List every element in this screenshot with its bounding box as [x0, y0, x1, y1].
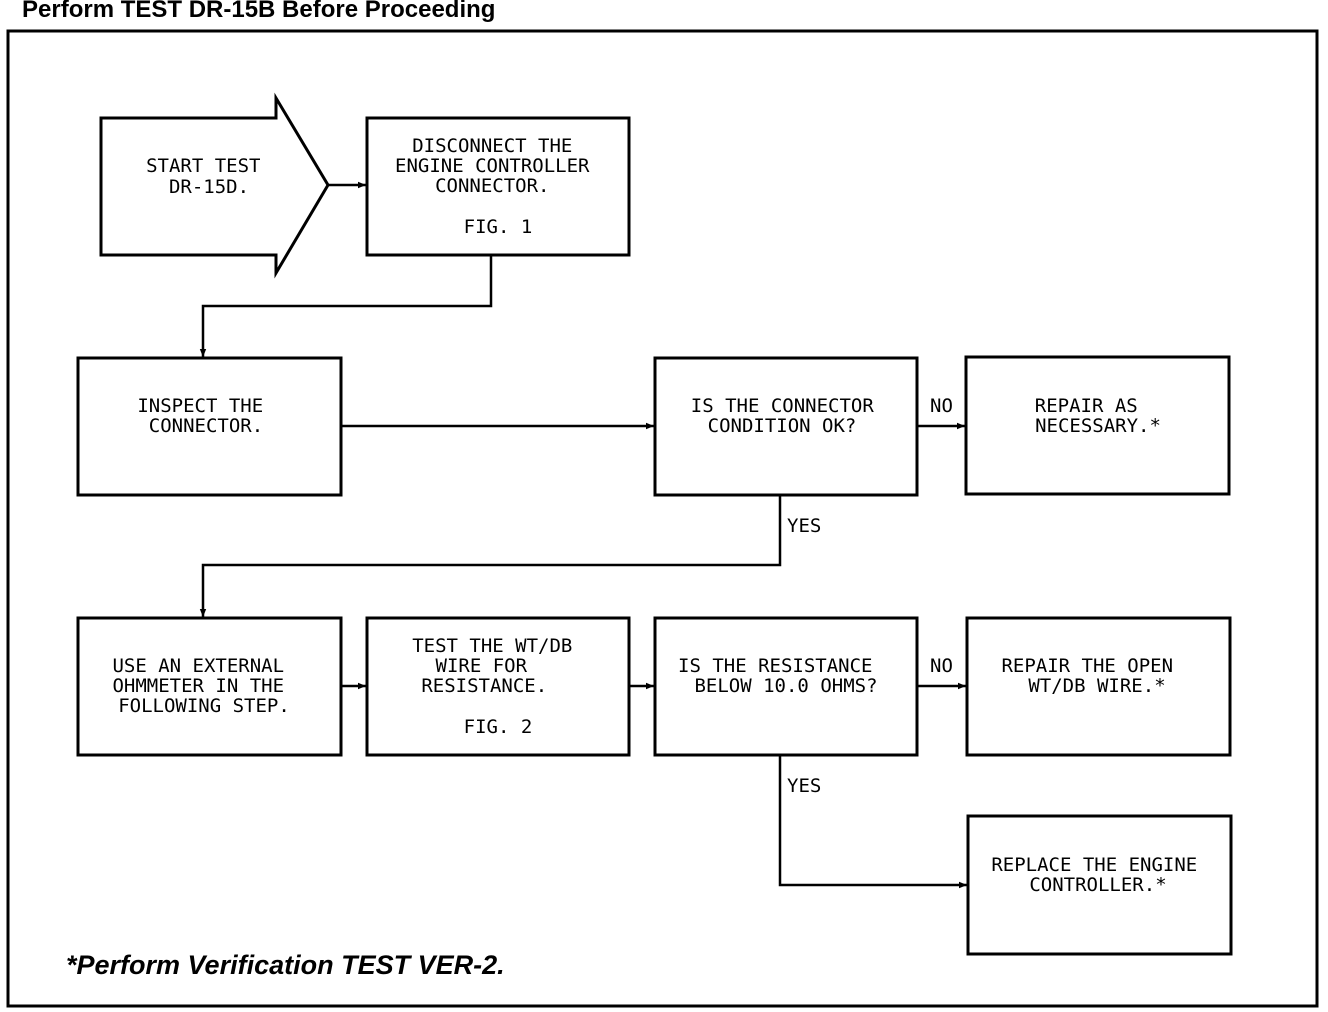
- verification-footnote: *Perform Verification TEST VER-2.: [66, 950, 505, 980]
- replace-controller-text: REPLACE THE ENGINE CONTROLLER.*: [991, 854, 1208, 896]
- resistance-text: IS THE RESISTANCE BELOW 10.0 OHMS?: [678, 655, 884, 697]
- label-no-resistance: NO: [930, 655, 953, 677]
- outer-frame: [6, 29, 1319, 1008]
- page-title: Perform TEST DR-15B Before Proceeding: [22, 0, 496, 23]
- label-yes-resistance: YES: [787, 775, 821, 797]
- connector-ok-text: IS THE CONNECTOR CONDITION OK?: [691, 395, 885, 437]
- repair-open-box: [965, 616, 1232, 757]
- use-ohmmeter-text: USE AN EXTERNAL OHMMETER IN THE FOLLOWIN…: [112, 655, 295, 717]
- test-wire-text: TEST THE WT/DB WIRE FOR RESISTANCE. FIG.…: [412, 635, 584, 738]
- start-text: START TEST DR-15D.: [146, 155, 272, 198]
- repair-necessary-box: [964, 355, 1231, 496]
- repair-necessary-text: REPAIR AS NECESSARY.*: [1035, 395, 1161, 437]
- arrow-disconnect-to-inspect: [199, 255, 493, 357]
- label-no-connector: NO: [930, 395, 953, 417]
- replace-controller-box: [966, 814, 1233, 956]
- repair-open-text: REPAIR THE OPEN WT/DB WIRE.*: [1001, 655, 1184, 697]
- start-arrow-shape: [99, 92, 330, 279]
- arrow-resistance-yes: [778, 755, 967, 889]
- arrow-connector-yes: [199, 495, 782, 617]
- label-yes-connector: YES: [787, 515, 821, 537]
- disconnect-text: DISCONNECT THE ENGINE CONTROLLER CONNECT…: [395, 135, 601, 238]
- inspect-text: INSPECT THE CONNECTOR.: [137, 395, 274, 437]
- disconnect-box: [365, 116, 631, 257]
